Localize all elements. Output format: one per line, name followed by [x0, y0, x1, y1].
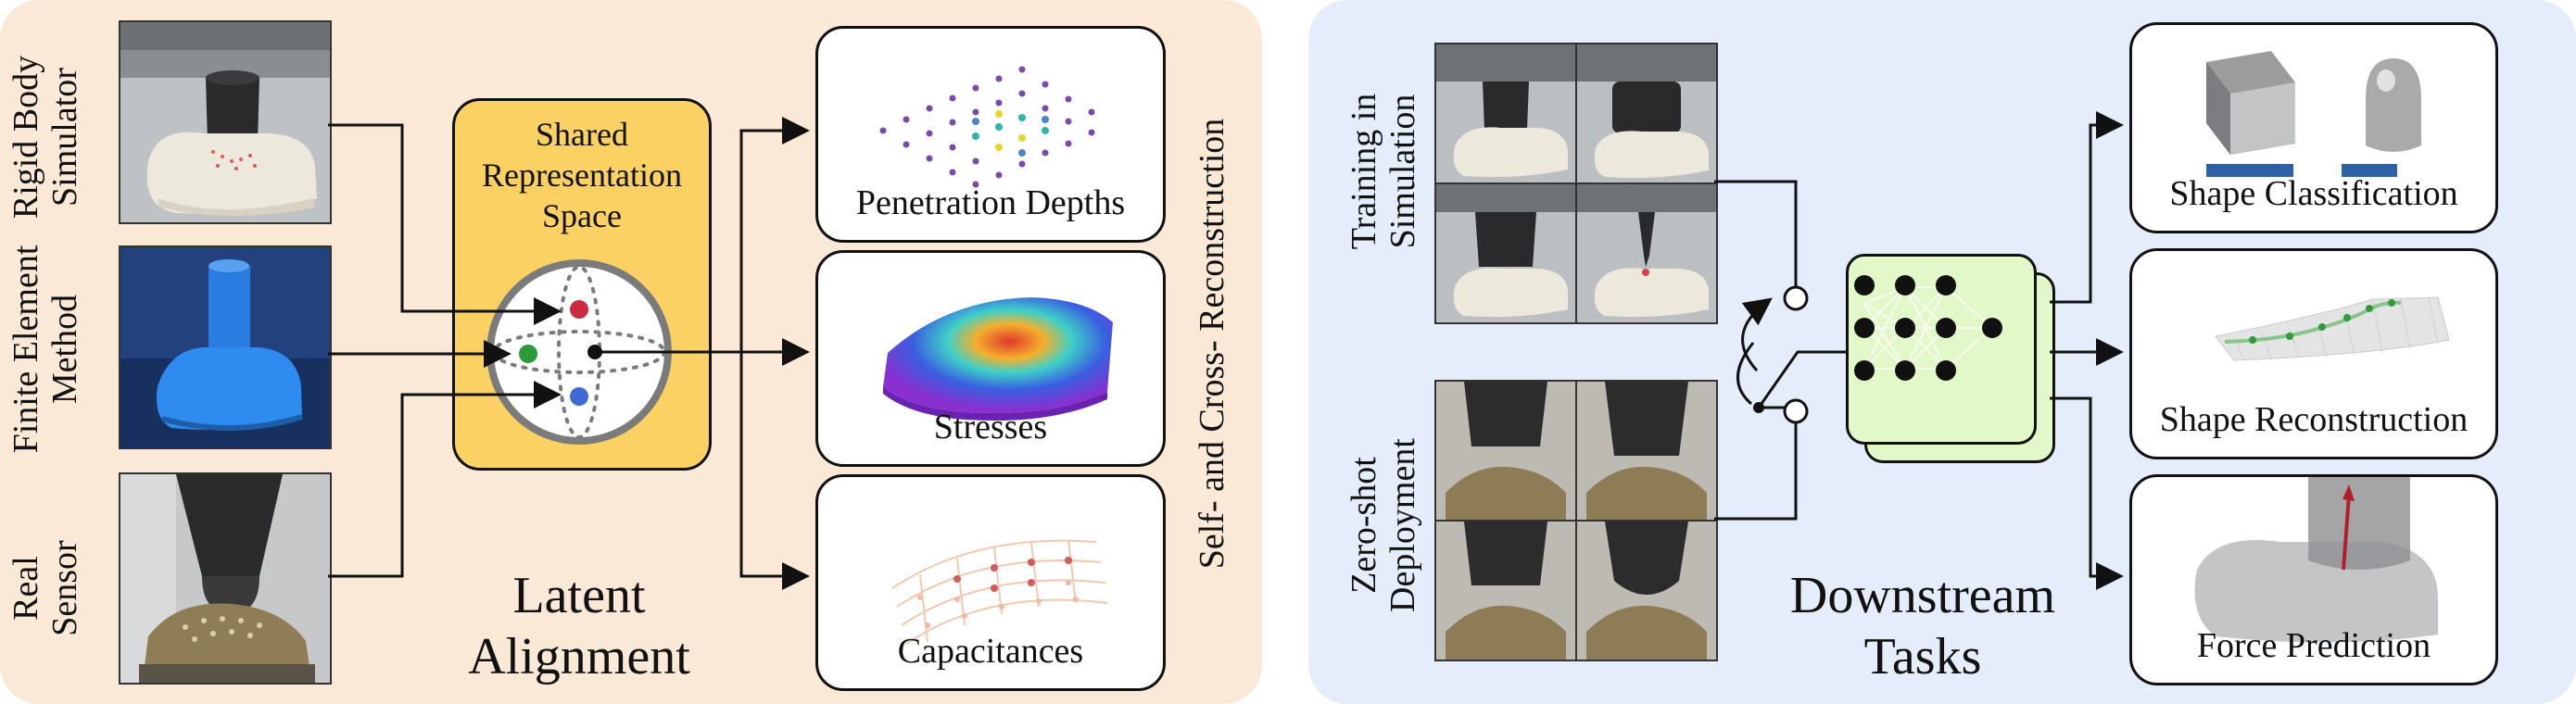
- penetration-depth-plot: [879, 66, 1095, 188]
- output-penetration-depths: Penetration Depths: [815, 26, 1166, 243]
- class-bar-cylinder: [2342, 164, 2397, 177]
- shape-reconstruction-visual: [2215, 296, 2450, 361]
- training-sim-image-grid: [1434, 43, 1718, 324]
- real-sensor-image: [119, 472, 332, 685]
- task-shape-classification: Shape Classification: [2129, 22, 2498, 233]
- task-label-shape-reconstruction: Shape Reconstruction: [2159, 400, 2469, 439]
- fem-embedding-dot: [519, 345, 537, 363]
- output-label-penetration-depths: Penetration Depths: [855, 183, 1126, 222]
- switch-contact-deployment: [1783, 398, 1809, 424]
- force-prediction-visual: [2194, 477, 2438, 643]
- output-stresses: Stresses: [815, 250, 1166, 467]
- capacitance-plot: [891, 539, 1108, 645]
- fem-image: [119, 245, 332, 449]
- output-label-stresses: Stresses: [933, 408, 1048, 446]
- task-label-shape-classification: Shape Classification: [2169, 174, 2458, 213]
- sim-embedding-dot: [570, 300, 588, 319]
- shape-classification-visual: [2206, 51, 2421, 177]
- real-embedding-dot: [570, 387, 588, 406]
- stress-map-plot: [883, 297, 1113, 421]
- task-label-force-prediction: Force Prediction: [2196, 626, 2431, 665]
- output-capacitances: Capacitances: [815, 474, 1166, 691]
- output-label-capacitances: Capacitances: [897, 632, 1084, 671]
- task-force-prediction: Force Prediction: [2129, 474, 2498, 685]
- task-shape-reconstruction: Shape Reconstruction: [2129, 248, 2498, 459]
- zero-shot-real-image-grid: [1434, 380, 1718, 661]
- rigid-body-sim-image: [119, 20, 332, 224]
- class-bar-cuboid: [2206, 164, 2293, 177]
- network-nodes: [1854, 275, 2002, 381]
- switch-contact-training: [1783, 285, 1809, 311]
